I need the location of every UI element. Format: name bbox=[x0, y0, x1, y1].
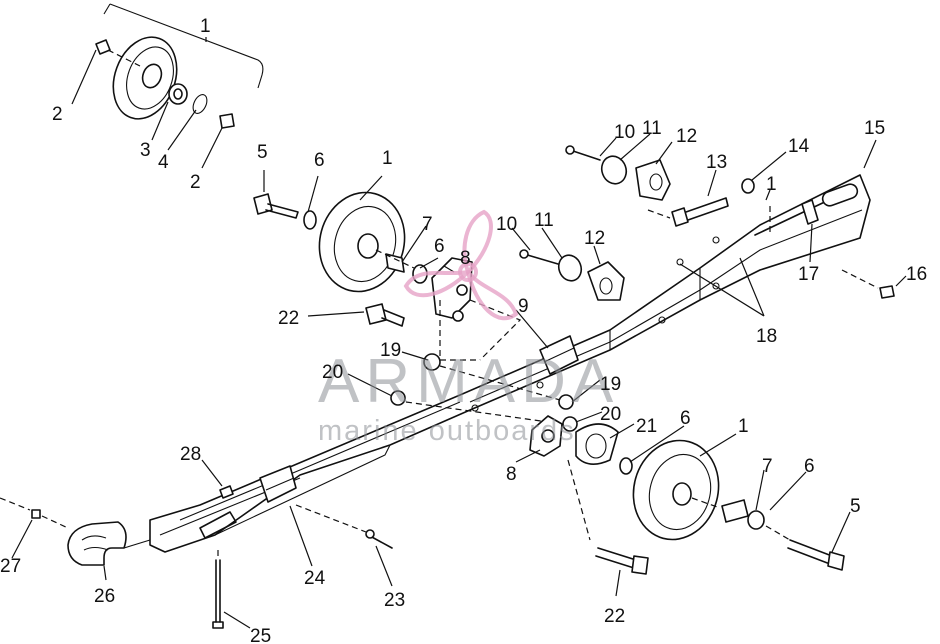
callout-label: 27 bbox=[0, 556, 21, 577]
axle-bracket-lower bbox=[529, 415, 563, 457]
callout-label: 1 bbox=[200, 16, 211, 37]
shock-mount-lower bbox=[519, 249, 625, 301]
pivot-bolt-upper bbox=[365, 303, 405, 327]
wheel-hub-cap bbox=[575, 423, 633, 475]
shock-bolt bbox=[647, 178, 755, 227]
callout-label: 1 bbox=[766, 174, 777, 195]
callout-label: 8 bbox=[460, 248, 471, 269]
callout-label: 1 bbox=[382, 148, 393, 169]
callout-label: 20 bbox=[322, 362, 343, 383]
callout-label: 2 bbox=[52, 104, 63, 125]
callout-label: 11 bbox=[642, 118, 662, 139]
pivot-bolt-lower bbox=[567, 459, 649, 575]
rail-side-bolt bbox=[841, 269, 895, 299]
rail-bolt bbox=[212, 550, 224, 629]
watermark: ARMADA marine outboards bbox=[318, 209, 619, 447]
callout-labels: 1 2 3 4 2 5 6 1 7 6 8 22 10 11 12 10 11 … bbox=[0, 16, 927, 644]
shock-mount-upper bbox=[565, 145, 671, 201]
upper-idler-wheel bbox=[253, 191, 428, 293]
propeller-logo-icon bbox=[403, 209, 519, 321]
callout-label: 10 bbox=[496, 214, 517, 235]
pivot-block bbox=[539, 335, 579, 375]
callout-label: 13 bbox=[706, 152, 727, 173]
cap-screw bbox=[0, 497, 69, 529]
callout-label: 6 bbox=[804, 456, 815, 477]
callout-label: 6 bbox=[680, 408, 691, 429]
callout-label: 14 bbox=[788, 136, 810, 157]
rail-pin bbox=[769, 199, 819, 236]
rail-bracket bbox=[259, 465, 297, 503]
callout-label: 4 bbox=[158, 152, 169, 173]
watermark-tagline: marine outboards bbox=[318, 415, 576, 447]
callout-label: 19 bbox=[380, 340, 401, 361]
callout-label: 5 bbox=[850, 496, 861, 517]
rail-screw bbox=[295, 504, 393, 549]
watermark-brand: ARMADA bbox=[318, 347, 619, 416]
rail-clip bbox=[219, 485, 234, 499]
callout-label: 6 bbox=[434, 236, 445, 257]
callout-label: 6 bbox=[314, 150, 325, 171]
callout-label: 21 bbox=[636, 416, 657, 437]
callout-label: 12 bbox=[584, 228, 605, 249]
callout-label: 9 bbox=[518, 296, 529, 317]
callout-label: 18 bbox=[756, 326, 777, 347]
top-wheel-assembly bbox=[95, 3, 264, 129]
callout-label: 16 bbox=[906, 264, 927, 285]
callout-label: 15 bbox=[864, 118, 885, 139]
callout-label: 19 bbox=[600, 374, 621, 395]
callout-label: 7 bbox=[422, 214, 433, 235]
callout-label: 2 bbox=[190, 172, 201, 193]
callout-label: 5 bbox=[257, 142, 268, 163]
callout-label: 12 bbox=[676, 126, 697, 147]
leader-lines bbox=[11, 37, 907, 629]
callout-label: 28 bbox=[180, 444, 201, 465]
callout-label: 22 bbox=[278, 308, 299, 329]
callout-label: 25 bbox=[250, 626, 271, 644]
callout-label: 3 bbox=[140, 140, 151, 161]
callout-label: 24 bbox=[304, 568, 326, 589]
callout-label: 17 bbox=[798, 264, 819, 285]
callout-label: 23 bbox=[384, 590, 405, 611]
pivot-nuts bbox=[390, 353, 578, 432]
lower-idler-wheel bbox=[632, 439, 845, 571]
callout-label: 1 bbox=[738, 416, 749, 437]
callout-label: 8 bbox=[506, 464, 517, 485]
callout-label: 22 bbox=[604, 606, 625, 627]
callout-label: 26 bbox=[94, 586, 115, 607]
callout-label: 20 bbox=[600, 404, 621, 425]
callout-label: 10 bbox=[614, 122, 635, 143]
rail-end-cap bbox=[67, 521, 151, 566]
callout-label: 11 bbox=[534, 210, 554, 231]
callout-label: 7 bbox=[762, 456, 773, 477]
